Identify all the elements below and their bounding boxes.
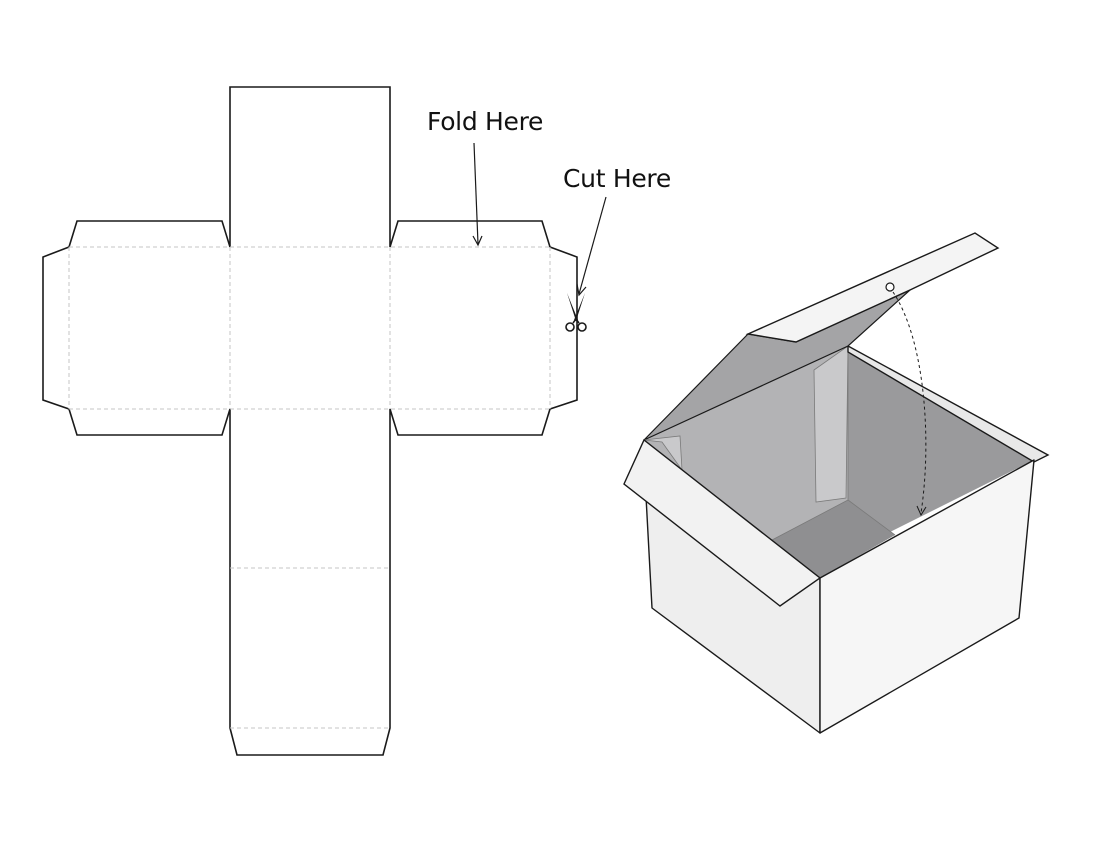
circle-icon [885,282,895,292]
lid-closing-arrowhead [916,505,927,517]
box-interior-back-wall [848,346,1034,542]
fold-here-label: Fold Here [427,107,544,136]
template-outline [42,86,578,756]
box-inner-flap [813,345,849,503]
fold-lines [68,246,551,729]
cut-here-label: Cut Here [563,164,671,193]
box-lid-strip [745,232,1000,343]
box-interior-left-wall [644,346,848,540]
cut-arrow [576,196,607,297]
assembled-box [623,232,1050,734]
box-side-wall [819,459,1035,734]
fold-arrow [472,142,483,247]
flat-template [42,86,607,756]
box-interior-floor [772,500,895,578]
box-tuck-flap [623,438,822,607]
scissors-icon [565,293,587,332]
